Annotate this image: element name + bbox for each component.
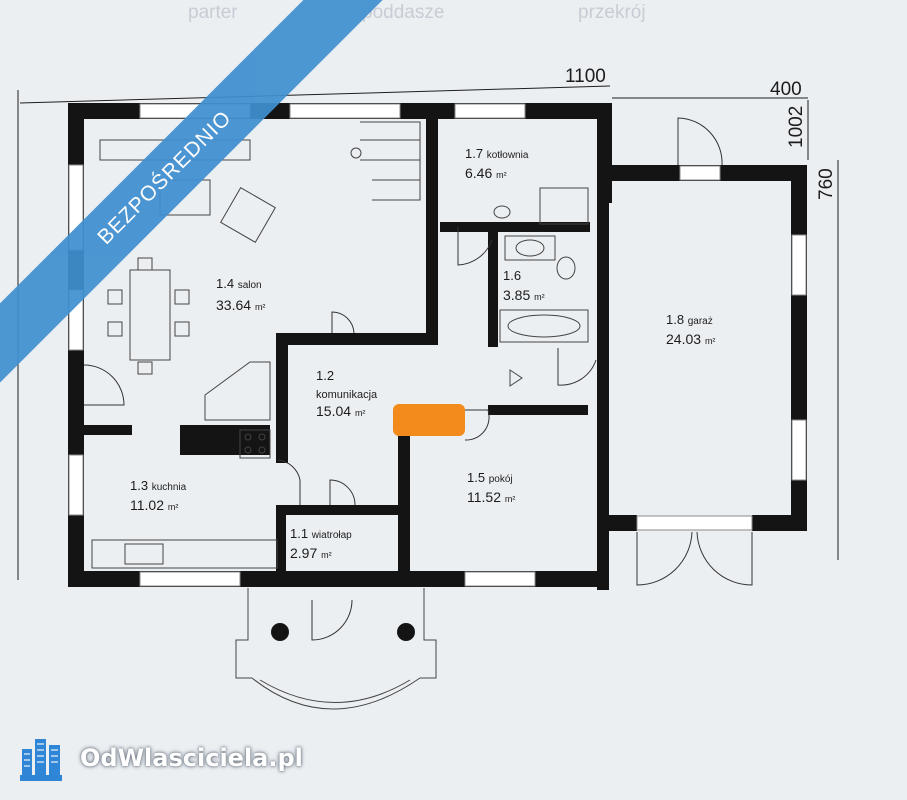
svg-text:1.6: 1.6	[503, 268, 521, 283]
svg-text:1.3 kuchnia: 1.3 kuchnia	[130, 478, 187, 493]
svg-text:6.46 m²: 6.46 m²	[465, 165, 507, 181]
dimension-height-1: 1002	[786, 106, 807, 148]
svg-text:2.97 m²: 2.97 m²	[290, 545, 332, 561]
svg-text:11.02 m²: 11.02 m²	[130, 497, 178, 513]
svg-text:15.04 m²: 15.04 m²	[316, 403, 365, 419]
svg-text:3.85 m²: 3.85 m²	[503, 287, 545, 303]
room-lazienka: 1.6 3.85 m²	[503, 268, 545, 303]
svg-text:1.4 salon: 1.4 salon	[216, 276, 262, 291]
room-kotlownia: 1.7 kotłownia 6.46 m²	[465, 146, 529, 181]
room-garaz: 1.8 garaż 24.03 m²	[666, 312, 715, 347]
site-logo[interactable]: OdWlasciciela.pl	[20, 735, 303, 781]
buildings-icon	[20, 739, 62, 781]
svg-text:1.1 wiatrołap: 1.1 wiatrołap	[290, 526, 352, 541]
tab-poddasze[interactable]: poddasze	[362, 2, 445, 23]
svg-text:1.7 kotłownia: 1.7 kotłownia	[465, 146, 529, 161]
svg-text:11.52 m²: 11.52 m²	[467, 489, 515, 505]
svg-text:24.03 m²: 24.03 m²	[666, 331, 715, 347]
room-wiatrolap: 1.1 wiatrołap 2.97 m²	[290, 526, 352, 561]
location-marker[interactable]	[393, 404, 465, 436]
svg-text:komunikacja: komunikacja	[316, 389, 378, 401]
dimension-height-2: 760	[816, 168, 837, 200]
tab-przekroj[interactable]: przekrój	[578, 2, 646, 23]
dimension-width-main: 1100	[565, 66, 606, 87]
svg-text:33.64 m²: 33.64 m²	[216, 297, 265, 313]
room-pokoj: 1.5 pokój 11.52 m²	[467, 470, 515, 505]
logo-text: OdWlasciciela.pl	[80, 744, 303, 772]
room-kuchnia: 1.3 kuchnia 11.02 m²	[130, 478, 187, 513]
room-komunikacja: 1.2 komunikacja 15.04 m²	[316, 368, 378, 419]
dimension-width-garage: 400	[770, 79, 802, 100]
room-salon: 1.4 salon 33.64 m²	[216, 276, 265, 313]
view-tabs: parter poddasze przekrój	[0, 0, 907, 30]
svg-text:1.8 garaż: 1.8 garaż	[666, 312, 713, 327]
tab-parter[interactable]: parter	[188, 2, 238, 23]
svg-text:1.5 pokój: 1.5 pokój	[467, 470, 513, 485]
svg-text:1.2: 1.2	[316, 368, 334, 383]
